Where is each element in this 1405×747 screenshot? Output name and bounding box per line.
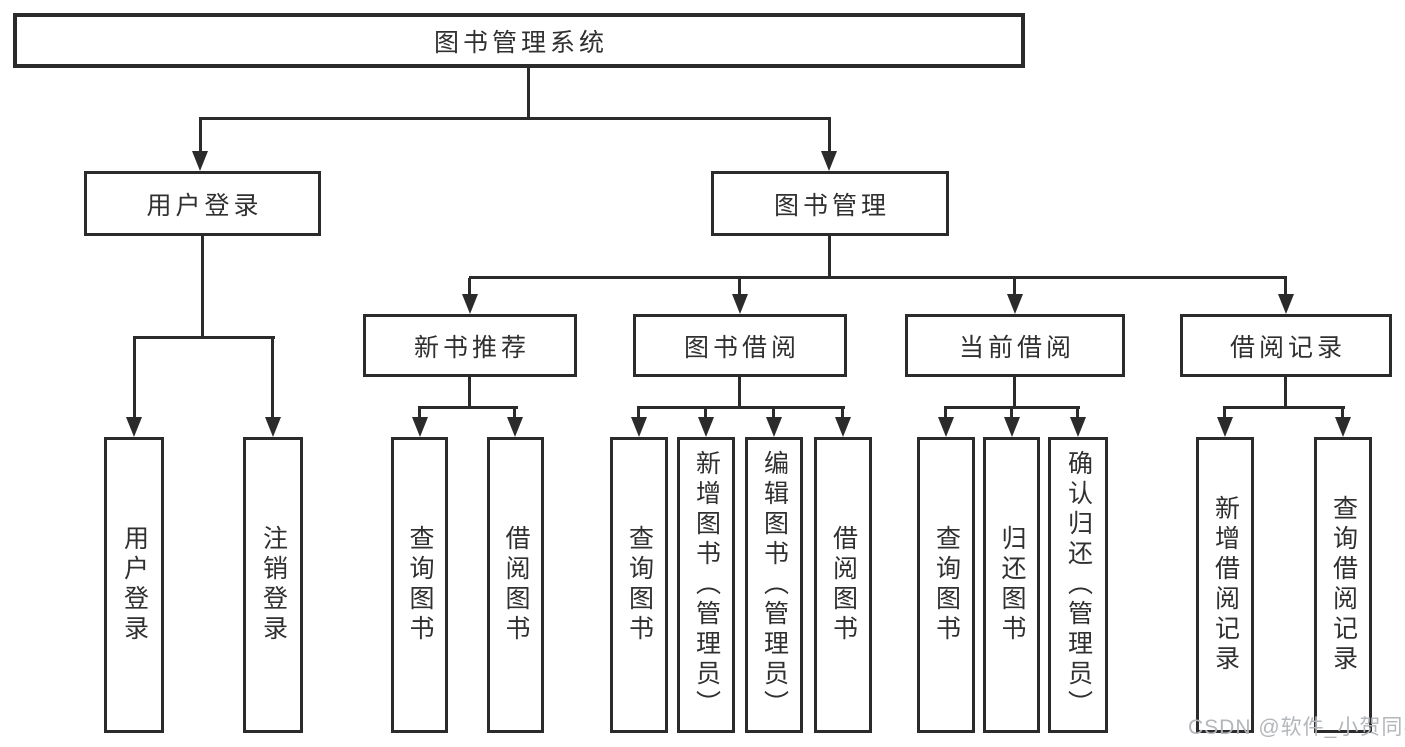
node-user-login-label: 用户登录 bbox=[146, 191, 263, 220]
connector-line bbox=[828, 236, 831, 278]
arrow-down-icon bbox=[462, 294, 478, 314]
connector-line bbox=[513, 408, 516, 420]
arrow-down-icon bbox=[265, 417, 281, 437]
connector-line bbox=[738, 278, 741, 298]
leaf-borrow-book-2-label: 借阅图书 bbox=[829, 525, 858, 645]
connector-line bbox=[944, 408, 947, 420]
arrow-down-icon bbox=[732, 294, 748, 314]
leaf-add-book-admin-label: 新增图书（管理员） bbox=[692, 450, 721, 720]
leaf-add-borrow-record-label: 新增借阅记录 bbox=[1211, 495, 1240, 675]
node-new-book-recommend: 新书推荐 bbox=[363, 314, 577, 377]
arrow-down-icon bbox=[835, 417, 851, 437]
arrow-down-icon bbox=[1070, 417, 1086, 437]
arrow-down-icon bbox=[412, 417, 428, 437]
leaf-add-borrow-record: 新增借阅记录 bbox=[1196, 437, 1254, 733]
leaf-query-book-2: 查询图书 bbox=[610, 437, 668, 733]
leaf-query-book-3: 查询图书 bbox=[917, 437, 975, 733]
node-borrow-record: 借阅记录 bbox=[1180, 314, 1392, 377]
connector-line bbox=[1013, 377, 1016, 408]
node-borrow-record-label: 借阅记录 bbox=[1229, 333, 1346, 362]
node-book-management-label: 图书管理 bbox=[773, 191, 890, 220]
arrow-down-icon bbox=[698, 417, 714, 437]
node-root-label: 图书管理系统 bbox=[433, 28, 608, 57]
connector-line bbox=[772, 408, 775, 420]
connector-line bbox=[704, 408, 707, 420]
connector-line bbox=[1076, 408, 1079, 420]
connector-line bbox=[199, 117, 831, 120]
leaf-borrow-book-1-label: 借阅图书 bbox=[502, 525, 530, 645]
connector-line bbox=[637, 408, 640, 420]
leaf-edit-book-admin: 编辑图书（管理员） bbox=[745, 437, 803, 733]
leaf-query-borrow-record: 查询借阅记录 bbox=[1314, 437, 1372, 733]
leaf-query-book-1: 查询图书 bbox=[391, 437, 448, 733]
arrow-down-icon bbox=[631, 417, 647, 437]
leaf-add-book-admin: 新增图书（管理员） bbox=[677, 437, 735, 733]
leaf-confirm-return-admin: 确认归还（管理员） bbox=[1048, 437, 1108, 733]
connector-line bbox=[1284, 278, 1287, 298]
connector-line bbox=[133, 338, 136, 419]
connector-line bbox=[1010, 408, 1013, 420]
connector-line bbox=[199, 119, 202, 154]
node-book-borrow: 图书借阅 bbox=[633, 314, 847, 377]
arrow-down-icon bbox=[1007, 294, 1023, 314]
node-user-login: 用户登录 bbox=[84, 171, 321, 236]
connector-line bbox=[1223, 406, 1345, 409]
connector-line bbox=[418, 406, 518, 409]
node-book-borrow-label: 图书借阅 bbox=[683, 333, 800, 362]
connector-line bbox=[738, 377, 741, 408]
leaf-query-book-2-label: 查询图书 bbox=[625, 525, 654, 645]
arrow-down-icon bbox=[938, 417, 954, 437]
connector-line bbox=[201, 236, 204, 338]
node-current-borrow-label: 当前借阅 bbox=[958, 333, 1075, 362]
connector-line bbox=[469, 276, 1287, 279]
connector-line bbox=[828, 119, 831, 154]
connector-line bbox=[133, 336, 275, 339]
leaf-return-book: 归还图书 bbox=[983, 437, 1040, 733]
leaf-borrow-book-1: 借阅图书 bbox=[487, 437, 544, 733]
leaf-logout: 注销登录 bbox=[243, 437, 303, 733]
leaf-query-book-3-label: 查询图书 bbox=[932, 525, 961, 645]
connector-line bbox=[1341, 408, 1344, 420]
connector-line bbox=[1284, 377, 1287, 408]
leaf-query-borrow-record-label: 查询借阅记录 bbox=[1329, 495, 1358, 675]
csdn-watermark: CSDN @软件_小贺同学 bbox=[1188, 716, 1405, 739]
arrow-down-icon bbox=[1004, 417, 1020, 437]
node-new-book-recommend-label: 新书推荐 bbox=[413, 333, 530, 362]
leaf-edit-book-admin-label: 编辑图书（管理员） bbox=[760, 450, 789, 720]
connector-line bbox=[841, 408, 844, 420]
connector-line bbox=[1013, 278, 1016, 298]
connector-line bbox=[271, 338, 274, 419]
node-book-management: 图书管理 bbox=[711, 171, 949, 236]
node-root: 图书管理系统 bbox=[13, 13, 1025, 68]
arrow-down-icon bbox=[507, 417, 523, 437]
node-current-borrow: 当前借阅 bbox=[905, 314, 1125, 377]
connector-line bbox=[527, 66, 530, 119]
connector-line bbox=[1223, 408, 1226, 420]
arrow-down-icon bbox=[1335, 417, 1351, 437]
leaf-user-login: 用户登录 bbox=[104, 437, 164, 733]
connector-line bbox=[468, 278, 471, 298]
arrow-down-icon bbox=[1278, 294, 1294, 314]
leaf-query-book-1-label: 查询图书 bbox=[406, 525, 434, 645]
arrow-down-icon bbox=[126, 417, 142, 437]
leaf-logout-label: 注销登录 bbox=[259, 525, 288, 645]
leaf-borrow-book-2: 借阅图书 bbox=[814, 437, 872, 733]
leaf-return-book-label: 归还图书 bbox=[998, 525, 1026, 645]
connector-line bbox=[418, 408, 421, 420]
leaf-user-login-label: 用户登录 bbox=[120, 525, 149, 645]
connector-line bbox=[468, 377, 471, 408]
arrow-down-icon bbox=[1217, 417, 1233, 437]
arrow-down-icon bbox=[192, 151, 208, 171]
connector-line bbox=[637, 406, 845, 409]
leaf-confirm-return-admin-label: 确认归还（管理员） bbox=[1064, 450, 1093, 720]
connector-line bbox=[944, 406, 1080, 409]
arrow-down-icon bbox=[766, 417, 782, 437]
arrow-down-icon bbox=[821, 151, 837, 171]
